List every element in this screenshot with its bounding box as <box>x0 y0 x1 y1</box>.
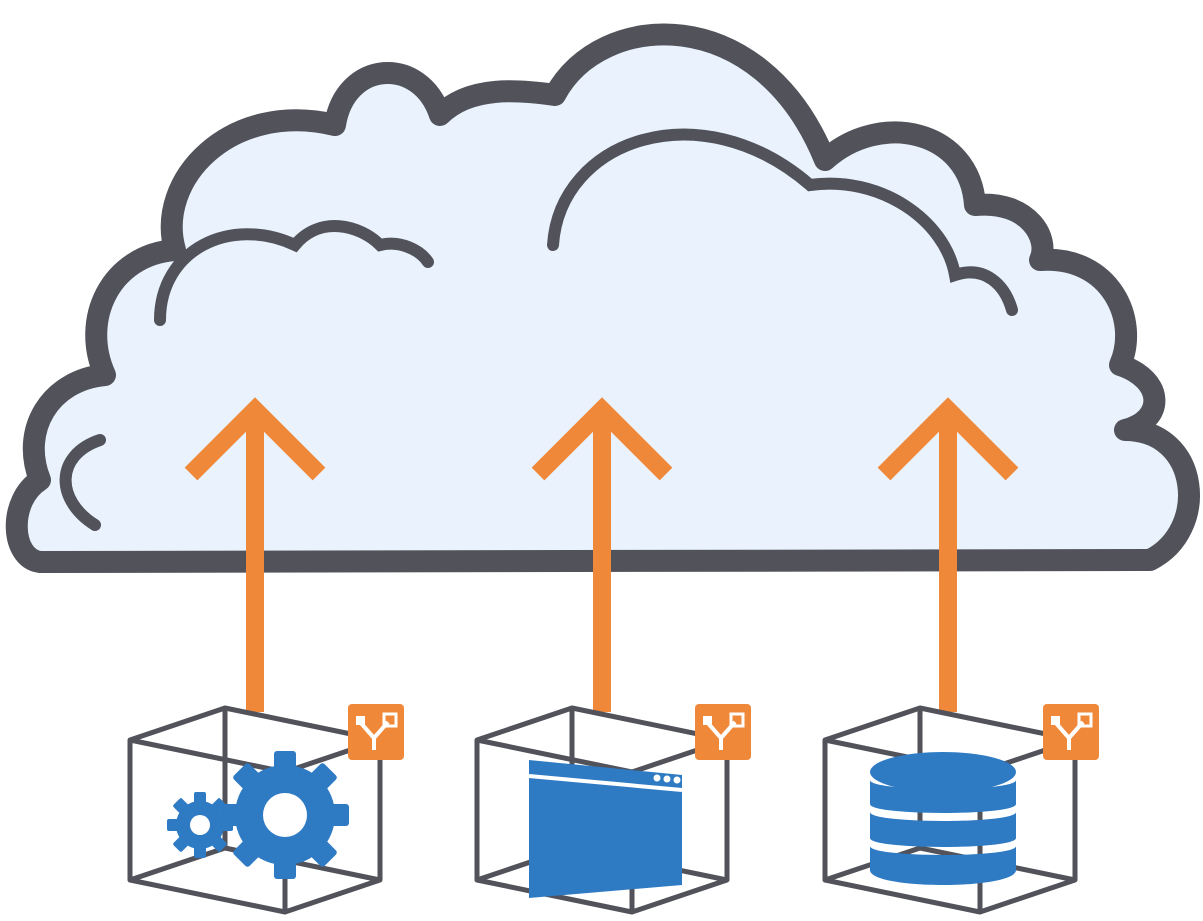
cloud-inner-curve-small <box>59 434 106 531</box>
arrow-head <box>184 397 326 481</box>
container-application <box>474 704 751 915</box>
sync-node-icon <box>348 704 404 760</box>
cloud-outline <box>5 23 1200 573</box>
arrows <box>184 397 1019 712</box>
arrow-head <box>531 397 673 481</box>
sync-node-icon <box>1043 704 1099 760</box>
arrow-head <box>877 397 1019 481</box>
cloud-inner-curve-center <box>547 128 1018 316</box>
arrow-application-to-cloud <box>531 397 673 712</box>
sync-node-icon <box>695 704 751 760</box>
cloud <box>5 23 1200 573</box>
database-icon <box>870 752 1016 885</box>
gears-icon <box>167 751 349 879</box>
container-services <box>127 704 404 915</box>
cloud-inner-curve-left <box>154 220 434 326</box>
app-window-icon <box>528 760 683 898</box>
arrow-database-to-cloud <box>877 397 1019 712</box>
arrow-services-to-cloud <box>184 397 326 712</box>
container-database <box>822 704 1099 915</box>
